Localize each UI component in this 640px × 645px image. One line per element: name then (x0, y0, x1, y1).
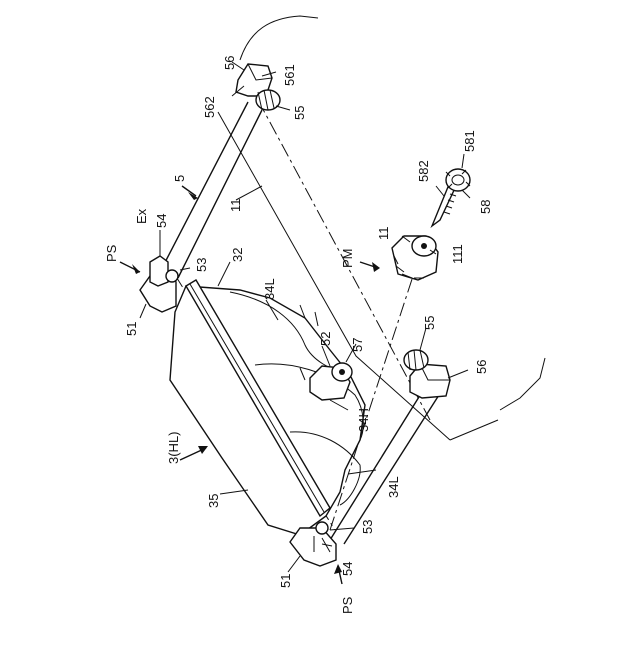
label-32: 32 (230, 248, 245, 262)
leader-53a (180, 268, 190, 270)
label-53-lower: 53 (360, 520, 375, 534)
gear-11 (392, 236, 438, 280)
label-11-gear: 11 (376, 227, 391, 241)
leader-51b (288, 556, 300, 572)
label-ex: Ex (134, 208, 149, 224)
arrow-3hl-head (198, 446, 208, 454)
label-56-lower: 56 (474, 360, 489, 374)
label-ps-lower: PS (340, 596, 355, 614)
holder-ps-upper (140, 256, 178, 312)
label-34h: 34H (356, 408, 371, 432)
leader-35 (220, 490, 248, 494)
label-562: 562 (202, 96, 217, 118)
frame-outline-right (500, 358, 545, 410)
leader-582 (436, 186, 444, 196)
leader-55a (276, 106, 290, 110)
label-54-lower: 54 (340, 562, 355, 576)
label-54-upper: 54 (154, 214, 169, 228)
label-pm: PM (340, 249, 355, 269)
arrow-5 (182, 186, 196, 196)
rail-upper (160, 102, 248, 272)
label-56-upper: 56 (222, 56, 237, 70)
label-581: 581 (462, 130, 477, 152)
label-ps-upper: PS (104, 244, 119, 262)
label-57: 57 (350, 338, 365, 352)
label-34l-lower: 34L (386, 476, 401, 498)
frame-outline-right-lower (450, 420, 498, 440)
leader-53b (330, 528, 354, 530)
label-55-upper: 55 (292, 106, 307, 120)
label-53-upper: 53 (194, 258, 209, 272)
label-5: 5 (172, 175, 187, 182)
leader-581 (462, 154, 464, 168)
leader-51a (140, 304, 146, 318)
frame-outline-top (240, 16, 318, 60)
leader-55b (420, 328, 426, 350)
label-55-lower: 55 (422, 316, 437, 330)
arrow-pm-head (372, 262, 380, 272)
label-58: 58 (478, 200, 493, 214)
label-34l-upper: 34L (262, 278, 277, 300)
leader-11a (236, 186, 262, 200)
label-35: 35 (206, 494, 221, 508)
label-582: 582 (416, 160, 431, 182)
label-11-upper: 11 (228, 199, 243, 213)
leader-58 (462, 190, 470, 198)
label-51-lower: 51 (278, 574, 293, 588)
spring-55-lower (404, 350, 428, 370)
leader-56b (448, 370, 468, 378)
spring-55-upper (256, 90, 280, 110)
label-561: 561 (282, 64, 297, 86)
label-111: 111 (450, 244, 465, 264)
washer-581 (446, 169, 470, 191)
leader-32 (218, 262, 230, 286)
label-3hl: 3(HL) (166, 431, 181, 464)
label-52: 52 (318, 332, 333, 346)
label-51-upper: 51 (124, 322, 139, 336)
